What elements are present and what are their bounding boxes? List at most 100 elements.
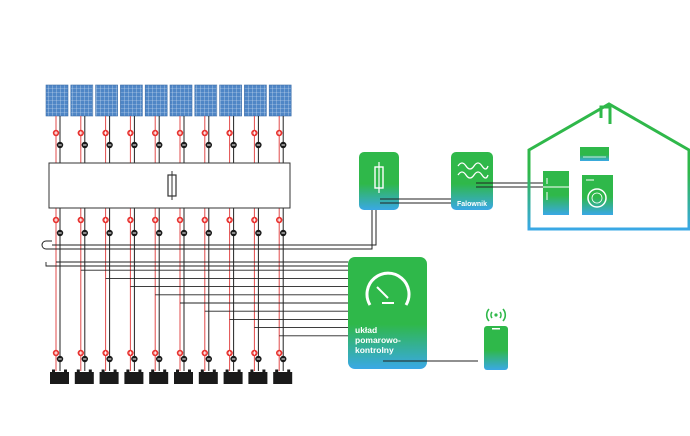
positive-terminal-icon [201,349,208,357]
fuse-icon [167,171,177,200]
negative-terminal-icon [205,229,212,237]
battery-icon [273,369,293,384]
control-wire [45,262,348,267]
inverter-label: Falownik [457,201,487,208]
battery-icon [149,369,169,384]
positive-terminal-icon [226,129,233,137]
positive-terminal-icon [276,216,283,224]
negative-terminal-icon [180,229,188,237]
positive-terminal-icon [226,216,233,224]
fuse-icon [374,162,384,193]
battery-icon [248,369,268,384]
solar-panel-icon [95,84,118,117]
negative-terminal-icon [81,229,89,237]
positive-terminal-icon [251,216,258,224]
positive-terminal-icon [52,216,60,224]
wireless-signal-icon [485,308,507,322]
battery-icon [99,369,119,384]
solar-panel-icon [169,84,193,117]
negative-terminal-icon [280,229,287,237]
air-conditioner-icon [580,147,609,161]
battery-icon [198,369,218,384]
dc-bus-wire [52,210,377,246]
solar-panel-icon [219,84,242,117]
positive-terminal-icon [52,129,60,137]
positive-terminal-icon [102,349,109,357]
positive-terminal-icon [77,349,85,357]
negative-terminal-icon [280,141,287,149]
negative-terminal-icon [255,355,262,363]
positive-terminal-icon [102,129,109,137]
solar-panel-icon [120,84,143,117]
negative-terminal-icon [255,141,262,149]
negative-terminal-icon [230,355,237,363]
negative-terminal-icon [156,355,163,363]
positive-terminal-icon [77,216,85,224]
negative-terminal-icon [205,141,212,149]
battery-icon [74,369,94,384]
solar-panel-icon [45,84,69,117]
negative-terminal-icon [56,141,64,149]
solar-panel-icon [194,84,218,117]
battery-icon [174,369,193,384]
negative-terminal-icon [131,229,138,237]
positive-terminal-icon [152,216,159,224]
negative-terminal-icon [280,355,287,363]
negative-terminal-icon [156,229,163,237]
positive-terminal-icon [251,349,258,357]
solar-panel-icon [70,84,94,117]
solar-panel-icon [144,84,168,117]
inverter-box: Falownik [451,152,493,210]
combiner-box [48,162,291,209]
house-icon [527,102,690,231]
positive-terminal-icon [77,129,85,137]
gauge-icon [365,271,411,306]
positive-terminal-icon [152,129,159,137]
ac-dc-wires [380,182,543,204]
dc-fuse-box [359,152,399,210]
negative-terminal-icon [230,141,237,149]
controller-label-line1: układ [355,325,377,335]
negative-terminal-icon [180,355,188,363]
positive-terminal-icon [226,349,233,357]
positive-terminal-icon [176,349,184,357]
control-wires [41,210,377,337]
washing-machine-icon [582,175,613,215]
solar-panel-icon [244,84,267,117]
positive-terminal-icon [152,349,159,357]
negative-terminal-icon [106,229,113,237]
positive-terminal-icon [251,129,258,137]
negative-terminal-icon [205,355,212,363]
negative-terminal-icon [131,141,138,149]
positive-terminal-icon [276,349,283,357]
positive-terminal-icon [127,129,134,137]
battery-icon [124,369,144,384]
battery-icon [223,369,243,384]
positive-terminal-icon [201,216,208,224]
solar-panel-icon [268,84,292,117]
fridge-icon [543,171,569,215]
battery-icon [50,369,69,384]
positive-terminal-icon [276,129,283,137]
positive-terminal-icon [52,349,60,357]
sine-wave-icon [457,162,489,179]
positive-terminal-icon [102,216,109,224]
negative-terminal-icon [106,355,113,363]
pv-strings [45,84,293,384]
negative-terminal-icon [56,229,64,237]
negative-terminal-icon [131,355,138,363]
positive-terminal-icon [176,129,184,137]
positive-terminal-icon [127,349,134,357]
controller-label-line3: kontrolny [355,345,394,355]
negative-terminal-icon [255,229,262,237]
negative-terminal-icon [81,355,89,363]
negative-terminal-icon [230,229,237,237]
negative-terminal-icon [106,141,113,149]
negative-terminal-icon [81,141,89,149]
positive-terminal-icon [176,216,184,224]
dc-bus-wire [41,210,373,250]
positive-terminal-icon [127,216,134,224]
negative-terminal-icon [180,141,188,149]
